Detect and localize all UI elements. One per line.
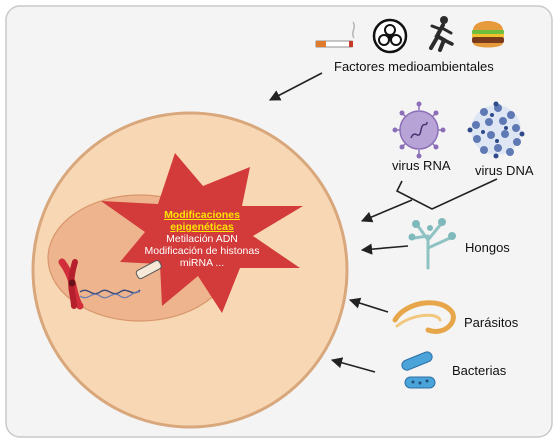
arrow-hongos bbox=[360, 243, 409, 255]
bacteria-icon bbox=[401, 351, 436, 389]
bacterias-label: Bacterias bbox=[452, 363, 507, 378]
epigenetics-text: Modificaciones epigenéticas Metilación A… bbox=[128, 209, 276, 269]
cigarette-icon bbox=[315, 21, 356, 48]
arrow-virus bbox=[360, 199, 413, 223]
parasitos-label: Parásitos bbox=[464, 315, 519, 330]
arrow-environment bbox=[269, 72, 323, 101]
biohazard-icon bbox=[372, 18, 408, 54]
arrow-parasitos bbox=[348, 297, 389, 313]
virus-dna-label: virus DNA bbox=[475, 163, 534, 178]
rna-virus-icon bbox=[392, 101, 446, 159]
parasite-icon bbox=[392, 300, 456, 334]
epigenetics-item: Modificación de histonas bbox=[144, 245, 260, 257]
hongos-label: Hongos bbox=[465, 240, 510, 255]
arrow-bacterias bbox=[330, 357, 376, 373]
chromosome-icon bbox=[58, 258, 162, 310]
dna-virus-icon bbox=[467, 101, 525, 159]
fungus-icon bbox=[408, 218, 456, 270]
environment-label: Factores medioambientales bbox=[334, 59, 494, 74]
virus-bracket bbox=[395, 178, 498, 210]
epigenetics-item: Metilación ADN bbox=[166, 233, 238, 245]
virus-rna-label: virus RNA bbox=[392, 158, 451, 173]
epigenetics-item: miRNA ... bbox=[179, 257, 225, 269]
runner-icon bbox=[429, 16, 454, 52]
epigenetics-title-line1: Modificaciones bbox=[164, 209, 240, 221]
burger-icon bbox=[472, 21, 504, 48]
epigenetics-title-line2: epigenéticas bbox=[170, 221, 234, 233]
epigenetic-burst bbox=[101, 153, 303, 313]
